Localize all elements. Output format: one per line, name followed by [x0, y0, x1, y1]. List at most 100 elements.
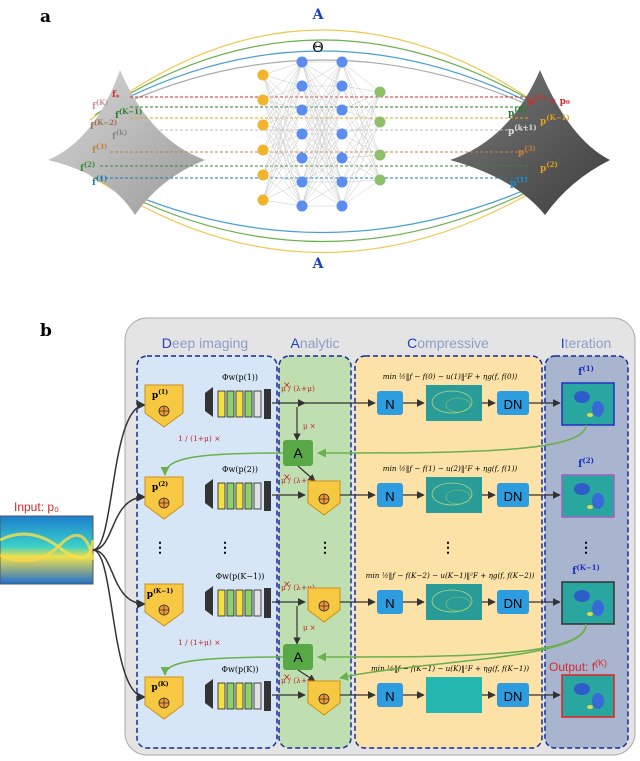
- operator-top-label: A: [312, 7, 325, 23]
- n-block: [377, 683, 403, 707]
- projection-manifold: [450, 70, 610, 215]
- nn-edge: [301, 61, 343, 159]
- feedback-arrow: [339, 624, 587, 681]
- neural-network: [257, 56, 386, 212]
- nn-node: [257, 119, 269, 131]
- panel-a: a A A Θ f*f(K)f(: [40, 7, 610, 272]
- ellipsis: ⋮: [218, 540, 232, 556]
- deep-imaging-title: Deep imaging: [162, 335, 248, 351]
- manifold-p-label: p(3): [518, 144, 536, 158]
- dn-block: [497, 590, 529, 614]
- nn-edge: [262, 133, 303, 151]
- nn-node: [336, 200, 348, 212]
- nn-edge: [262, 124, 303, 159]
- nn-edge: [262, 133, 303, 201]
- iteration-row: p(1)Φw(p(1))μ / (λ+μ)×min ½‖f − f(0) − u…: [144, 364, 615, 482]
- nn-edge: [262, 61, 303, 126]
- reconstruction-image: [561, 382, 615, 426]
- iteration-title: Iteration: [561, 335, 612, 351]
- nn-edge: [341, 121, 381, 183]
- nn-edge: [262, 99, 303, 159]
- nn-edge: [262, 199, 303, 207]
- analytic-title: Analytic: [290, 335, 339, 351]
- nn-node: [374, 174, 386, 186]
- n-block: [377, 590, 403, 614]
- dn-label: DN: [504, 596, 523, 611]
- reconstruction-image: [561, 674, 615, 718]
- objective-formula: min ½‖f − f(K−1) − u(K)‖²F + ηg(f, f(K−1…: [371, 664, 529, 673]
- cnn-network: [205, 586, 271, 618]
- manifold-f-label: f(K): [92, 98, 109, 112]
- dn-block: [497, 483, 529, 507]
- nn-edge: [262, 61, 303, 76]
- n-label: N: [385, 489, 394, 504]
- residual-image: [426, 477, 482, 513]
- image-manifold: [48, 70, 205, 215]
- nn-edge: [262, 85, 303, 201]
- manifold-p-label: p(1) = p₀: [528, 93, 570, 107]
- manifold-p-label: p(K): [508, 105, 527, 119]
- nn-edge: [262, 74, 303, 183]
- nn-edge: [262, 99, 303, 207]
- nn-edge: [262, 157, 303, 176]
- residual-image: [426, 385, 482, 421]
- feedback-arrow: [160, 656, 284, 676]
- manifold-p-label: p(K−1): [540, 113, 570, 127]
- nn-edge: [262, 74, 303, 135]
- nn-edge: [262, 149, 303, 159]
- nn-edge: [262, 74, 303, 111]
- p-label: p(1): [152, 389, 168, 401]
- input-label: Input: p₀: [14, 500, 59, 514]
- n-label: N: [385, 596, 394, 611]
- panel-a-label: a: [40, 7, 51, 27]
- iteration-row: p(K−1)Φw(p(K−1))μ / (λ+μ)×min ½‖f − f(K−…: [144, 563, 615, 682]
- nn-node: [336, 80, 348, 92]
- nn-edge: [341, 61, 381, 123]
- nn-edge: [341, 121, 381, 207]
- input-fanout: [92, 400, 146, 702]
- p-block: p(1): [144, 384, 184, 428]
- nn-edge: [262, 99, 303, 183]
- nn-edge: [341, 109, 381, 156]
- nn-edge: [341, 133, 381, 181]
- operator-arcs: [89, 29, 561, 254]
- objective-formula: min ½‖f − f(K−2) − u(K−1)‖²F + ηg(f, f(K…: [366, 571, 535, 580]
- nn-edge: [341, 85, 381, 93]
- dn-label: DN: [504, 397, 523, 412]
- nn-edge: [262, 61, 303, 176]
- residual-image: [426, 677, 482, 713]
- a-label: A: [293, 445, 303, 461]
- mu-label: μ ×: [303, 423, 316, 431]
- nn-edge: [301, 181, 343, 207]
- dn-label: DN: [504, 689, 523, 704]
- p-block: p(2): [144, 476, 184, 520]
- iteration-row: p(2)Φw(p(2))μ / (λ+μ)×min ½‖f − f(1) − u…: [144, 456, 615, 520]
- mu-fraction: μ / (λ+μ): [281, 476, 315, 485]
- nn-node: [296, 152, 308, 164]
- input-sinogram: [0, 515, 94, 585]
- nn-edge: [341, 91, 381, 111]
- nn-node: [296, 56, 308, 68]
- mu-fraction: μ / (λ+μ): [281, 676, 315, 685]
- panel-b: b Deep imaging Analytic Compressive Iter…: [0, 317, 636, 756]
- nn-edge: [262, 149, 303, 183]
- cnn-network: [205, 387, 271, 419]
- ellipsis: ⋮: [579, 540, 593, 556]
- n-label: N: [385, 397, 394, 412]
- nn-node: [296, 80, 308, 92]
- feedback-arrow: [317, 424, 587, 458]
- nn-node: [296, 128, 308, 140]
- nn-node: [336, 56, 348, 68]
- nn-edge: [301, 61, 343, 111]
- p-block: p(K−1): [144, 583, 184, 627]
- theta-label: Θ: [312, 40, 323, 56]
- analytic-merge-block: [307, 680, 341, 716]
- nn-edge: [341, 121, 381, 159]
- nn-node: [336, 128, 348, 140]
- nn-edge: [341, 91, 381, 135]
- inv-fraction: 1 / (1+μ) ×: [178, 638, 221, 647]
- nn-node: [257, 169, 269, 181]
- manifold-f-label: f(3): [92, 142, 107, 156]
- nn-edge: [262, 157, 303, 201]
